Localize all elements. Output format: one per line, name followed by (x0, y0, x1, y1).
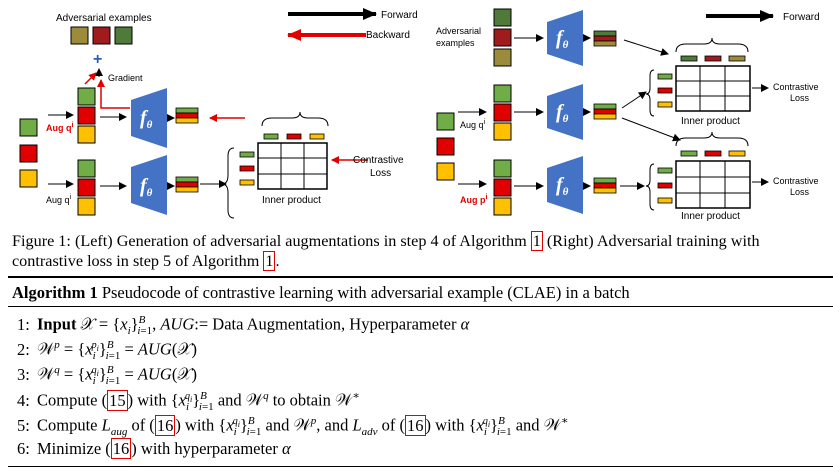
algorithm-line-5: 5:Compute Laug of (16) with {xiqi}Bi=1 a… (17, 414, 569, 438)
aug-p-red-right (493, 178, 512, 197)
algorithm-line-2: 2:𝒲p = {xipi}Bi=1 = AUG(𝒳) (17, 339, 198, 362)
inner-product-matrix-left (239, 111, 329, 190)
encoder-q-right (547, 84, 583, 140)
gradient-label: Gradient (108, 73, 143, 83)
aug-q-red-right (493, 103, 512, 122)
adv-right-red (493, 28, 512, 47)
input-green (19, 118, 38, 137)
encoder-label: fθ (140, 107, 153, 131)
input-red-right (436, 137, 455, 156)
encoder-top-left (131, 88, 167, 148)
backward-label: Backward (366, 30, 410, 41)
algorithm-ref-link[interactable]: 1 (530, 231, 543, 251)
loss-label-bottom-right: Loss (790, 187, 810, 197)
forward-label-right: Forward (783, 12, 820, 23)
figure-caption: Figure 1: (Left) Generation of adversari… (12, 231, 760, 271)
encoder-label: fθ (556, 174, 569, 198)
feature-stack-adv-right (593, 30, 617, 47)
algorithm-ref-link[interactable]: 1 (263, 251, 276, 271)
aug-p-label-right: Aug pi (460, 194, 488, 205)
inner-product-matrix-top-right (645, 37, 751, 117)
algorithm-line-6: 6:Minimize (16) with hyperparameter α (17, 438, 291, 459)
inner-product-label: Inner product (262, 195, 321, 206)
input-red (19, 144, 38, 163)
loss-label: Loss (370, 168, 391, 179)
feature-stack-p-right (593, 177, 617, 194)
feature-stack-bottom-left (175, 176, 199, 193)
aug-red-top (77, 106, 96, 125)
inner-product-label-top-right: Inner product (681, 116, 740, 127)
aug-q-yellow-right (493, 122, 512, 141)
equation-ref-link[interactable]: 16 (110, 438, 132, 459)
algorithm-top-rule (8, 276, 833, 278)
input-green-right (436, 112, 455, 131)
algorithm-title-rule (8, 306, 833, 307)
aug-q-green-right (493, 84, 512, 103)
feature-stack-q-right (593, 103, 617, 120)
plus-icon: + (93, 51, 102, 68)
algorithm-line-3: 3:𝒲q = {xiqi}Bi=1 = AUG(𝒳) (17, 364, 198, 387)
adv-example-darkgreen (114, 26, 133, 45)
algorithm-line-1: 1:Input 𝒳 = {xi}Bi=1, AUG:= Data Augment… (17, 314, 470, 337)
loss-label-top-right: Loss (790, 93, 810, 103)
encoder-adv-right (547, 10, 583, 66)
examples-label-right: examples (436, 38, 475, 48)
encoder-label: fθ (140, 175, 153, 199)
adv-example-olive (70, 26, 89, 45)
encoder-label: fθ (556, 27, 569, 51)
encoder-p-right (547, 156, 583, 214)
adversarial-label-right: Adversarial (436, 26, 481, 36)
contrastive-label-top-right: Contrastive (773, 82, 819, 92)
aug-p-yellow-right (493, 197, 512, 216)
input-yellow (19, 169, 38, 188)
input-yellow-right (436, 162, 455, 181)
algorithm-bottom-rule (8, 466, 833, 467)
gradient-arrow (97, 79, 130, 109)
forward-label: Forward (381, 10, 418, 21)
equation-ref-link[interactable]: 16 (154, 414, 176, 436)
aug-p-green-right (493, 159, 512, 178)
aug-yellow-bottom (77, 197, 96, 216)
aug-red-bottom (77, 178, 96, 197)
algorithm-line-4: 4:Compute (15) with {xiqi}Bi=1 and 𝒲q to… (17, 389, 360, 413)
adv-right-olive (493, 48, 512, 67)
aug-yellow-top (77, 125, 96, 144)
aug-q-label-bottom: Aug qi (46, 194, 72, 205)
aug-q-label-top: Aug qi (46, 122, 74, 133)
aug-green-top (77, 87, 96, 106)
contrastive-label-bottom-right: Contrastive (773, 176, 819, 186)
contrastive-label: Contrastive (353, 155, 404, 166)
inner-product-label-bottom-right: Inner product (681, 211, 740, 222)
figure-diagram: Forward Backward Adversarial examples + … (19, 8, 820, 222)
adv-example-darkred (92, 26, 111, 45)
aug-green-bottom (77, 159, 96, 178)
equation-ref-link[interactable]: 16 (405, 414, 426, 436)
adversarial-examples-label: Adversarial examples (56, 13, 152, 24)
aug-q-label-right: Aug qi (460, 119, 486, 130)
feature-stack-top-left (175, 107, 199, 124)
encoder-label: fθ (556, 101, 569, 125)
algorithm-title: Algorithm 1 Pseudocode of contrastive le… (12, 283, 630, 302)
equation-ref-link[interactable]: 15 (107, 389, 128, 411)
encoder-bottom-left (131, 155, 167, 215)
adv-right-green (493, 8, 512, 27)
inner-product-matrix-bottom-right (645, 131, 751, 211)
